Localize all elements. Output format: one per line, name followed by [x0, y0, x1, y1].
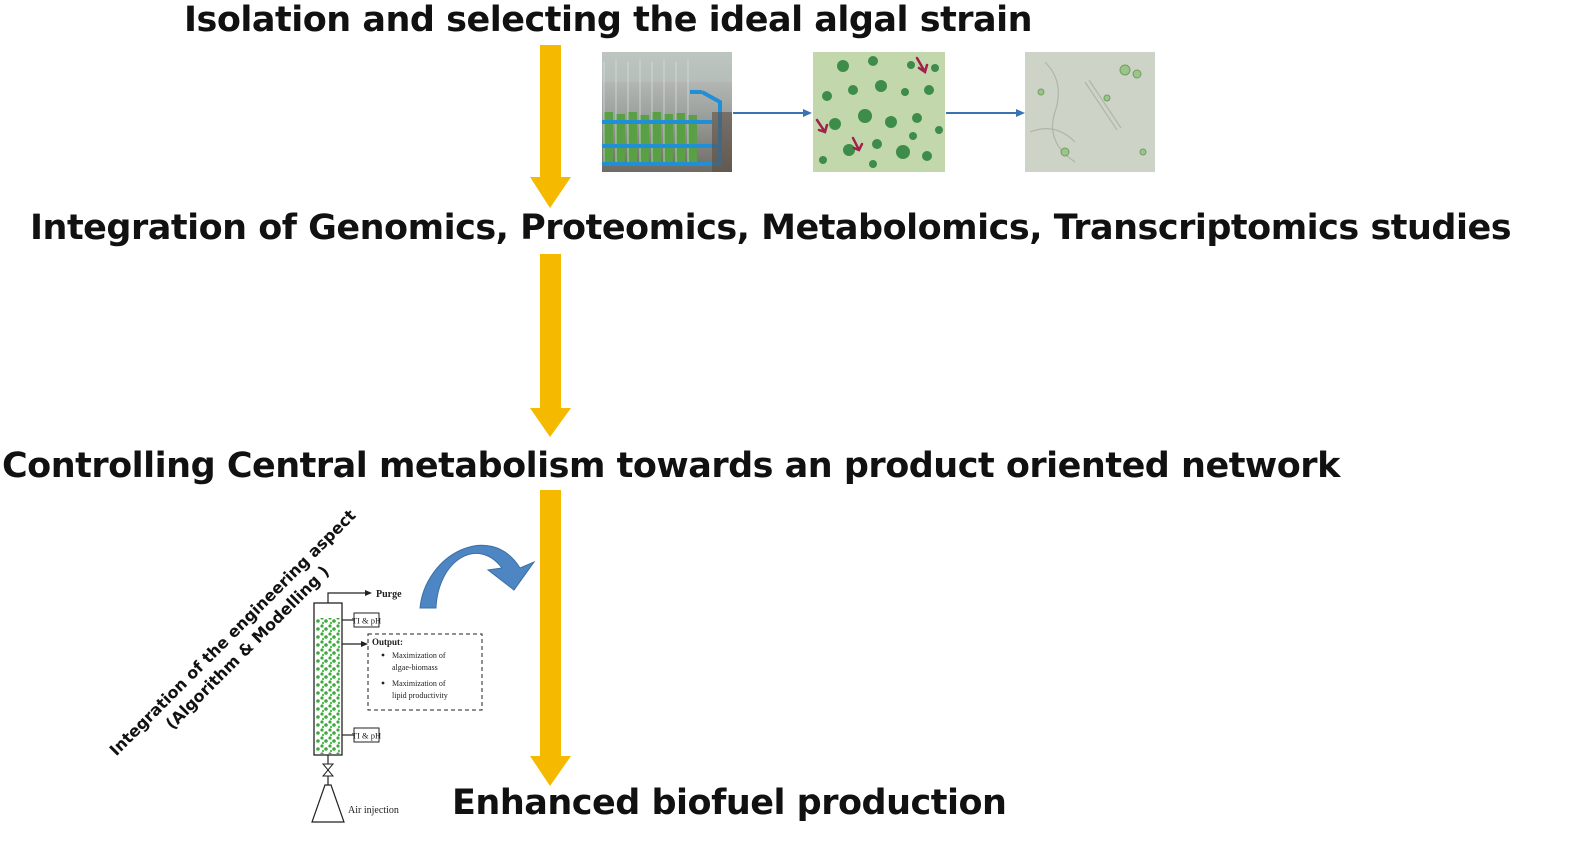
- arrow-step3-to-step4: [530, 490, 571, 786]
- step-omics-title: Integration of Genomics, Proteomics, Met…: [30, 208, 1512, 248]
- step-isolation-title: Isolation and selecting the ideal algal …: [184, 0, 1033, 40]
- step-metabolism-title: Controlling Central metabolism towards a…: [2, 446, 1340, 486]
- output-item-2: algae-biomass: [392, 663, 438, 672]
- output-item-4: lipid productivity: [392, 691, 448, 700]
- purge-label: Purge: [376, 589, 402, 600]
- algal-cells-micrograph: [1025, 52, 1155, 172]
- output-title: Output:: [372, 637, 403, 647]
- algae-colonies-micrograph: [813, 52, 945, 172]
- arrow-step2-to-step3: [530, 254, 571, 437]
- air-injection-label: Air injection: [348, 805, 399, 816]
- output-item-1: Maximization of: [392, 651, 446, 660]
- arrow-step1-to-step2: [530, 45, 571, 208]
- step-biofuel-title: Enhanced biofuel production: [452, 783, 1007, 823]
- output-item-3: Maximization of: [392, 679, 446, 688]
- culture-tubes-photo: [602, 52, 732, 172]
- sensor-bottom-label: TI & pH: [352, 731, 381, 741]
- sensor-top-label: TI & pH: [352, 616, 381, 626]
